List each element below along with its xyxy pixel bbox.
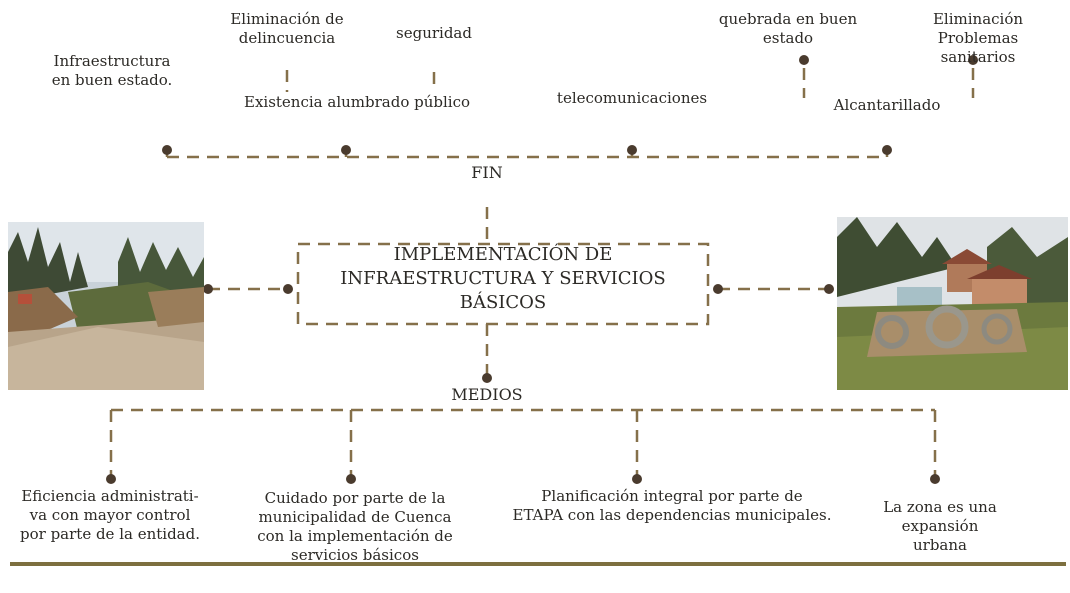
node-dot — [824, 284, 834, 294]
node-dot — [882, 145, 892, 155]
node-dot — [346, 474, 356, 484]
medios-item-cuidado: Cuidado por parte de la municipalidad de… — [257, 489, 453, 564]
node-dot — [799, 55, 809, 65]
medios-item-eficiencia: Eficiencia administrati- va con mayor co… — [20, 487, 200, 543]
left-photo — [8, 222, 204, 390]
node-dot — [632, 474, 642, 484]
medios-label: MEDIOS — [451, 385, 523, 404]
fin-item-seguridad: seguridad — [396, 24, 472, 42]
fin-item-quebrada: quebrada en buen estado — [718, 10, 858, 47]
fin-item-infraestructura: Infraestructura en buen estado. — [51, 52, 173, 89]
fin-item-problemas-sanitarios: Eliminación Problemas sanitarios — [932, 10, 1024, 66]
node-dot — [283, 284, 293, 294]
medios-item-expansion: La zona es una expansión urbana — [883, 498, 997, 554]
node-dot — [106, 474, 116, 484]
fin-label: FIN — [471, 163, 503, 182]
bottom-rule — [10, 562, 1066, 566]
main-box-border — [296, 242, 710, 326]
node-dot — [968, 55, 978, 65]
fin-item-alcantarillado: Alcantarillado — [833, 96, 941, 114]
node-dot — [162, 145, 172, 155]
main-title: IMPLEMENTACIÓN DE INFRAESTRUCTURA Y SERV… — [340, 244, 666, 313]
fin-item-eliminacion-delincuencia: Eliminación de delincuencia — [230, 10, 344, 47]
medios-item-planificacion: Planificación integral por parte de ETAP… — [512, 487, 832, 524]
node-dot — [930, 474, 940, 484]
node-dot — [713, 284, 723, 294]
node-dot — [341, 145, 351, 155]
node-dot — [482, 373, 492, 383]
node-dot — [203, 284, 213, 294]
fin-item-alumbrado: Existencia alumbrado público — [243, 93, 471, 111]
right-photo — [837, 217, 1068, 390]
node-dot — [627, 145, 637, 155]
fin-item-telecomunicaciones: telecomunicaciones — [556, 89, 708, 107]
